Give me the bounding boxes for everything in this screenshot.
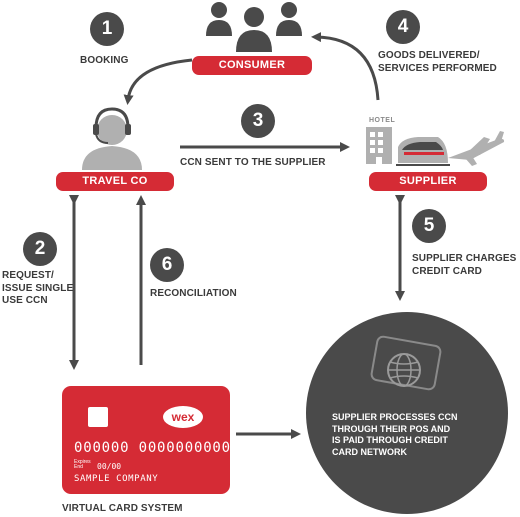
card-company: SAMPLE COMPANY [74,474,159,484]
card-number: 000000 0000000000 0 [74,440,250,456]
step-2-label: REQUEST/ ISSUE SINGLE USE CCN [2,270,74,306]
chip-icon [88,407,108,427]
globe-card-icon [370,335,442,391]
airplane-icon [448,131,505,166]
card-network-text: SUPPLIER PROCESSES CCN THROUGH THEIR POS… [332,412,458,457]
step-6-number: 6 [150,248,184,282]
step-6-label: RECONCILIATION [150,288,237,299]
headset-agent-icon [82,107,142,170]
step-5-number: 5 [412,209,446,243]
step-5-label: SUPPLIER CHARGES CREDIT CARD [412,253,517,277]
people-icon [206,2,302,52]
step-1-label: BOOKING [80,55,129,66]
step-3-number: 3 [241,104,275,138]
step-3-label: CCN SENT TO THE SUPPLIER [180,157,326,168]
step-1-number: 1 [90,12,124,46]
arrow-delivered [311,32,380,101]
supplier-badge: SUPPLIER [369,172,487,191]
hotel-sign: HOTEL [369,117,396,124]
hotel-icon [366,127,392,164]
train-icon [396,137,450,166]
step-4-label: GOODS DELIVERED/ SERVICES PERFORMED [378,50,497,74]
arrow-booking [123,58,193,105]
step-4-number: 4 [386,10,420,44]
travel-co-badge: TRAVEL CO [56,172,174,191]
consumer-badge: CONSUMER [192,56,312,75]
card-expiry: 00/00 [97,462,122,471]
card-network-circle [306,312,508,514]
virtual-card-caption: VIRTUAL CARD SYSTEM [62,503,183,514]
wex-logo: wex [163,406,203,428]
step-2-number: 2 [23,232,57,266]
card-expiry-label: Expires End [74,459,91,470]
